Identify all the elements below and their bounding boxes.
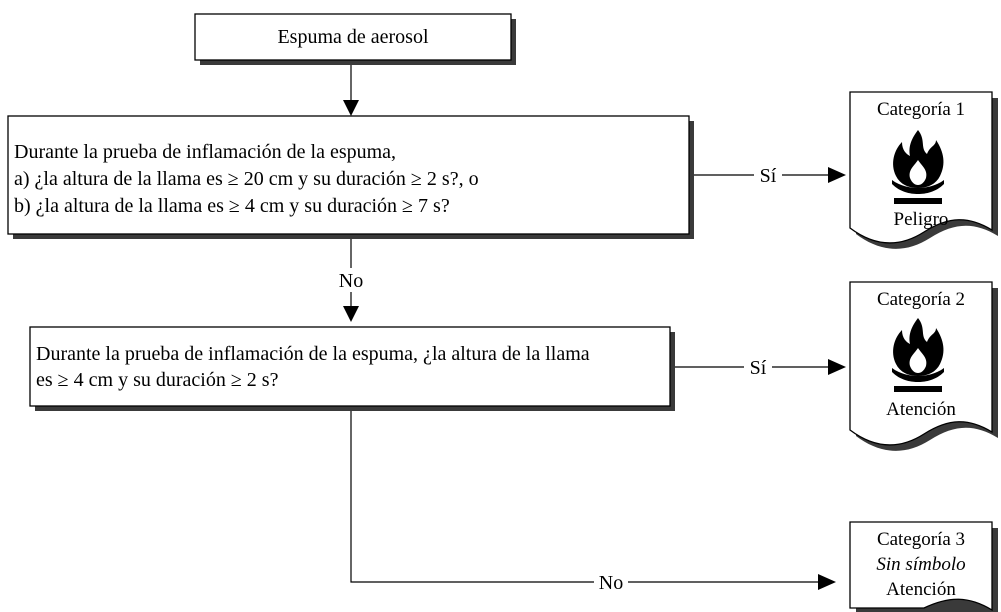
category1-signal: Peligro bbox=[894, 209, 949, 230]
category2-title: Categoría 2 bbox=[877, 289, 965, 310]
question2-line-1: Durante la prueba de inflamación de la e… bbox=[36, 343, 590, 365]
connector-q2-no bbox=[350, 411, 820, 583]
edge-label-q2-no: No bbox=[599, 572, 623, 594]
arrow-q2-yes bbox=[828, 359, 846, 375]
category2-signal: Atención bbox=[886, 399, 956, 420]
category2-node: Categoría 2 Atención bbox=[849, 281, 998, 451]
arrow-q1-yes bbox=[828, 167, 846, 183]
start-node: Espuma de aerosol bbox=[194, 13, 516, 65]
arrow-q2-no bbox=[818, 574, 836, 590]
category3-signal: Atención bbox=[886, 579, 956, 600]
start-label: Espuma de aerosol bbox=[277, 26, 429, 48]
question1-node: Durante la prueba de inflamación de la e… bbox=[7, 115, 694, 239]
category1-title: Categoría 1 bbox=[877, 99, 965, 120]
edge-label-q1-no: No bbox=[339, 270, 363, 292]
arrow-q1-no bbox=[343, 306, 359, 322]
category1-node: Categoría 1 Peligro bbox=[849, 91, 998, 249]
question2-node: Durante la prueba de inflamación de la e… bbox=[29, 326, 675, 411]
question2-line-2: es ≥ 4 cm y su duración ≥ 2 s? bbox=[36, 369, 279, 391]
category3-symbol-text: Sin símbolo bbox=[876, 554, 965, 575]
category3-node: Categoría 3 Sin símbolo Atención bbox=[849, 521, 998, 612]
edge-label-q2-yes: Sí bbox=[750, 357, 767, 379]
question1-line-3: b) ¿la altura de la llama es ≥ 4 cm y su… bbox=[14, 195, 450, 217]
edge-label-q1-yes: Sí bbox=[760, 165, 777, 187]
arrow-start-q1 bbox=[343, 100, 359, 116]
question1-line-2: a) ¿la altura de la llama es ≥ 20 cm y s… bbox=[14, 168, 479, 190]
category3-title: Categoría 3 bbox=[877, 529, 965, 550]
question1-line-1: Durante la prueba de inflamación de la e… bbox=[14, 141, 396, 163]
